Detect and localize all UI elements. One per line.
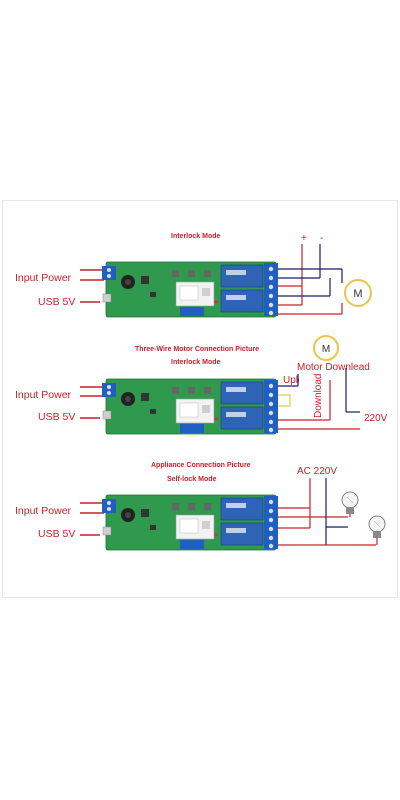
plus-label: + bbox=[301, 233, 307, 244]
section1-usb-label: USB 5V bbox=[38, 296, 76, 308]
voltage-220v-label: 220V bbox=[364, 413, 388, 424]
section1-title: Interlock Mode bbox=[171, 233, 221, 240]
section3-title: Appliance Connection Picture bbox=[151, 462, 251, 469]
diagram-frame bbox=[2, 200, 398, 598]
motor-1-label: M bbox=[353, 288, 362, 300]
section2-title: Three-Wire Motor Connection Picture bbox=[135, 346, 260, 353]
section3-subtitle: Self-lock Mode bbox=[167, 476, 217, 483]
section2-subtitle: Interlock Mode bbox=[171, 359, 221, 366]
relay-board-3 bbox=[101, 494, 279, 551]
motor-downlead-label: Motor Downlead bbox=[297, 362, 370, 373]
bulb-2-icon bbox=[368, 515, 386, 538]
section1-input-power-label: Input Power bbox=[15, 272, 72, 284]
uplead-label: Uplead bbox=[283, 375, 299, 386]
relay-board-1 bbox=[101, 261, 279, 318]
motor-2-icon bbox=[313, 335, 339, 361]
bulb-1-icon bbox=[341, 491, 359, 514]
motor-2-label: M bbox=[322, 344, 330, 355]
section3-input-power-label: Input Power bbox=[15, 505, 72, 517]
motor-1-icon bbox=[344, 279, 372, 307]
minus-label: - bbox=[320, 233, 324, 244]
ac-220v-label: AC 220V bbox=[297, 466, 338, 477]
relay-board-2 bbox=[101, 378, 279, 435]
section2-input-power-label: Input Power bbox=[15, 389, 72, 401]
section3-usb-label: USB 5V bbox=[38, 528, 76, 540]
section2-usb-label: USB 5V bbox=[38, 411, 76, 423]
